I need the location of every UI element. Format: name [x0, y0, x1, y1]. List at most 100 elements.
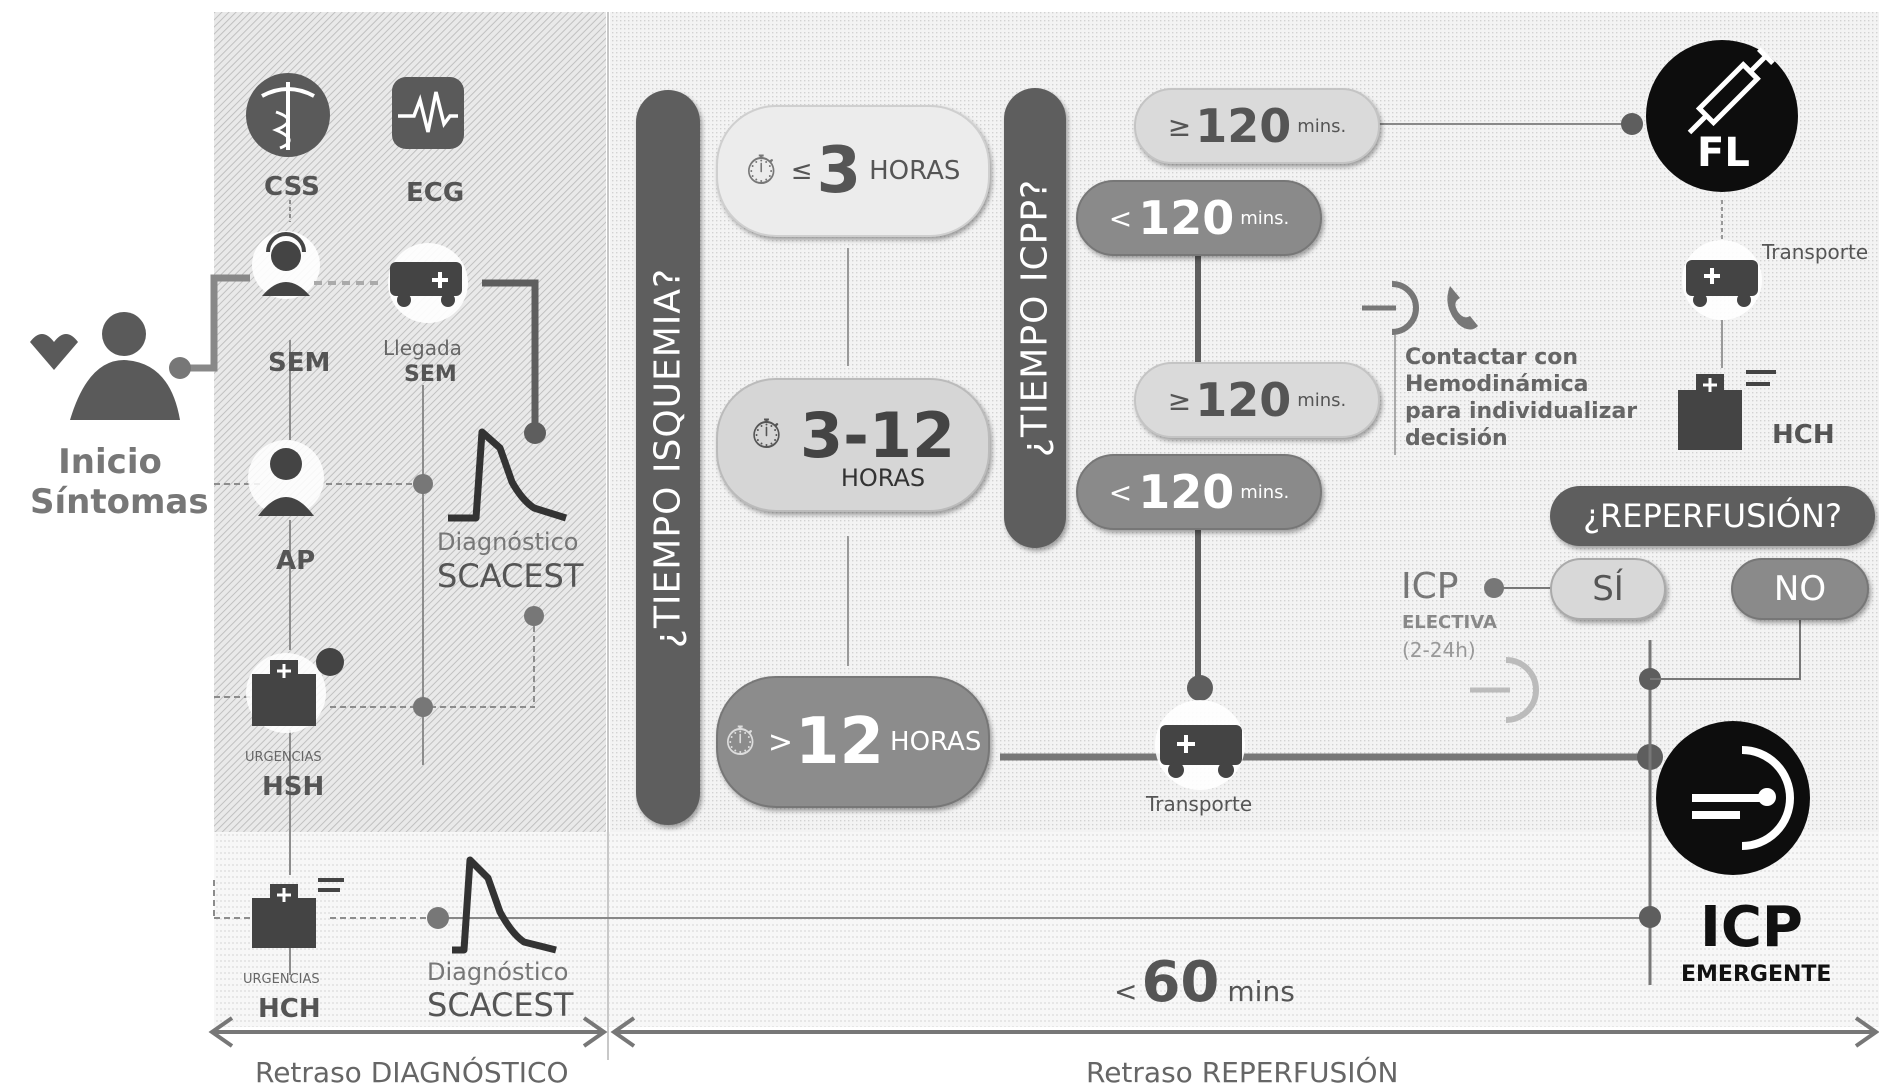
- transport-ambulance-icon: [1155, 700, 1245, 790]
- hsh-label: HSH: [262, 772, 325, 802]
- connector-dot: [413, 697, 433, 717]
- isquemia-p2-unit: HORAS: [840, 463, 926, 492]
- ap-label: AP: [276, 546, 316, 576]
- connector-dot: [524, 422, 546, 444]
- retraso-reperfusion-label: Retraso REPERFUSIÓN: [1086, 1056, 1399, 1089]
- diagnosis1-line2: SCACEST: [437, 557, 584, 595]
- connector-dot: [413, 474, 433, 494]
- css-label: CSS: [264, 172, 320, 202]
- isquemia-pill-lte3: ⏱ ≤ 3 HORAS: [716, 105, 990, 237]
- hch-hospital-icon: [252, 878, 344, 948]
- icpp-t4-sym: <: [1108, 475, 1133, 509]
- cath-table-icon: [1362, 281, 1419, 335]
- icpp-t2-sym: <: [1108, 201, 1133, 235]
- bottom-striped-band: [214, 832, 1879, 1027]
- css-caduceus-icon: [246, 73, 330, 157]
- contact-line2: Hemodinámica: [1405, 372, 1589, 397]
- isquemia-p2-num: 3-12: [800, 398, 956, 472]
- top-transport-ambulance-icon: [1682, 240, 1762, 320]
- diagnostic-delay-arrow: [208, 1016, 608, 1048]
- reperfusion-question: ¿REPERFUSIÓN?: [1550, 486, 1875, 546]
- reperfusion-no-pill: NO: [1731, 558, 1869, 620]
- icpp-t2-num: 120: [1138, 191, 1235, 245]
- diagnostic-connectors: [180, 200, 1650, 975]
- icpp-bar: ¿TIEMPO ICPP?: [1004, 88, 1066, 548]
- stopwatch-icon: ⏱: [750, 412, 783, 458]
- contact-line3: para individualizar: [1405, 399, 1638, 424]
- contact-line4: decisión: [1405, 426, 1508, 451]
- diagnosis2-line2: SCACEST: [427, 986, 574, 1024]
- isquemia-p1-unit: HORAS: [869, 156, 961, 186]
- no-branch-line: [1650, 612, 1801, 680]
- emergente-label: EMERGENTE: [1681, 962, 1832, 987]
- contact-hemodynamics-text: Contactar con Hemodinámica para individu…: [1405, 344, 1637, 452]
- retraso-diagnostico-label: Retraso DIAGNÓSTICO: [255, 1056, 569, 1089]
- isquemia-bar-label: ¿TIEMPO ISQUEMIA?: [647, 267, 689, 648]
- isquemia-pill-3-12: ⏱ 3-12 HORAS: [716, 378, 990, 512]
- connector-dot: [169, 357, 191, 379]
- urgencias-hsh-small: URGENCIAS: [245, 750, 322, 765]
- start-line1: Inicio: [58, 442, 162, 482]
- icpp-t3-num: 120: [1195, 373, 1292, 427]
- connector-dot: [1639, 906, 1661, 928]
- syringe-icon: [1687, 47, 1775, 135]
- icp-electiva-title: ICP: [1401, 566, 1459, 607]
- cath-lab-icon: [1692, 746, 1794, 850]
- isquemia-pill-gt12: ⏱ > 12 HORAS: [716, 676, 990, 808]
- reperfusion-yes-pill: SÍ: [1550, 558, 1666, 620]
- ecg-label: ECG: [406, 178, 465, 208]
- connector-dot: [1621, 113, 1643, 135]
- icpp-t3-sym: ≥: [1167, 383, 1192, 417]
- sixty-num: 60: [1141, 950, 1220, 1015]
- icpp-t4-num: 120: [1138, 465, 1235, 519]
- start-line2: Síntomas: [30, 482, 209, 522]
- reperfusion-question-text: ¿REPERFUSIÓN?: [1583, 497, 1842, 535]
- contact-line1: Contactar con: [1405, 345, 1579, 370]
- ap-doctor-icon: [248, 440, 324, 516]
- icpp-t4-unit: mins.: [1240, 481, 1290, 503]
- hch-label: HCH: [258, 994, 321, 1024]
- stopwatch-icon: ⏱: [724, 719, 756, 765]
- icp-emergente-title: ICP: [1700, 895, 1803, 960]
- stopwatch-icon: ⏱: [745, 148, 777, 194]
- icpp-pill-lt120-bottom: < 120 mins.: [1076, 454, 1322, 530]
- electiva-time-label: (2-24h): [1402, 638, 1476, 662]
- isquemia-p3-unit: HORAS: [890, 727, 982, 757]
- hsh-hospital-icon: [246, 648, 344, 733]
- sem-operator-icon: [252, 231, 320, 299]
- connector-dot: [1484, 578, 1504, 598]
- electiva-label: ELECTIVA: [1402, 612, 1497, 633]
- diagnosis1-line1: Diagnóstico: [437, 528, 579, 556]
- sem-to-diagnosis-connector: [482, 279, 539, 433]
- sem-label: SEM: [268, 348, 331, 378]
- icpp-pill-gte120-bottom: ≥ 120 mins.: [1134, 362, 1380, 438]
- icpp-t1-sym: ≥: [1167, 109, 1192, 143]
- icpp-pill-gte120-top: ≥ 120 mins.: [1134, 88, 1380, 164]
- icpp-pill-lt120-top: < 120 mins.: [1076, 180, 1322, 256]
- urgencias-hch-small: URGENCIAS: [243, 972, 320, 987]
- cath-lab-head-icon: [1758, 788, 1776, 806]
- diagnosis2-line1: Diagnóstico: [427, 958, 569, 986]
- reperfusion-no-text: NO: [1773, 569, 1827, 609]
- connector-dot: [1187, 675, 1213, 701]
- icpp-bar-label: ¿TIEMPO ICPP?: [1014, 178, 1056, 458]
- ambulance-icon: [388, 243, 468, 323]
- connector-dot: [427, 907, 449, 929]
- sixty-unit: mins: [1227, 975, 1295, 1008]
- isquemia-p3-sym: >: [767, 724, 793, 760]
- icpp-t1-unit: mins.: [1297, 115, 1347, 137]
- isquemia-p1-num: 3: [816, 134, 862, 208]
- reperfusion-delay-arrow: [610, 1016, 1879, 1048]
- transporte-top-label: Transporte: [1762, 240, 1869, 264]
- sixty-sym: <: [1114, 975, 1138, 1008]
- isquemia-p3-num: 12: [794, 705, 885, 779]
- top-hch-hospital-icon: [1678, 370, 1776, 450]
- patient-chest-pain-icon: [30, 312, 180, 420]
- isquemia-p1-sym: ≤: [790, 156, 813, 186]
- diagnosis-ecg-curve-icon: [452, 856, 557, 954]
- sixty-minutes-target: < 60 mins: [1114, 950, 1295, 1015]
- fl-label: FL: [1697, 130, 1750, 176]
- icpp-t3-unit: mins.: [1297, 389, 1347, 411]
- start-title: Inicio Síntomas: [30, 442, 209, 522]
- isquemia-bar: ¿TIEMPO ISQUEMIA?: [636, 90, 700, 825]
